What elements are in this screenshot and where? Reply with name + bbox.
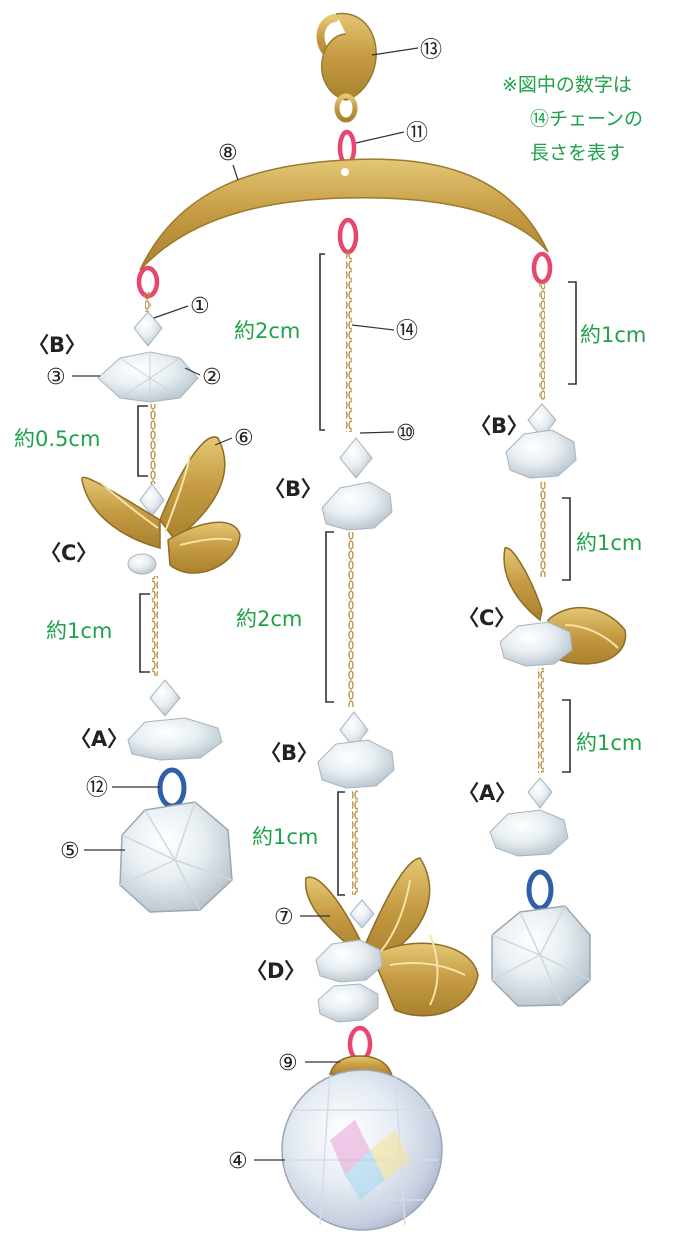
part-1-label: ① [190,294,210,319]
part-10-label: ⑩ [396,421,416,446]
measure-right-mid-label: 約1cm [576,531,642,555]
group-b-center-label-2: 〈B〉 [260,741,318,765]
part-8-label: ⑧ [218,141,238,166]
right-strand [490,254,626,1006]
measure-left-mid-label: 約1cm [46,619,112,643]
group-c-left-label: 〈C〉 [40,541,97,565]
part-9-label: ⑨ [278,1051,298,1076]
part-6-label: ⑥ [234,426,254,451]
group-a-left-label: 〈A〉 [70,727,128,751]
lobster-clasp [320,13,376,120]
group-d-center-label: 〈D〉 [246,959,305,983]
part-7-label: ⑦ [274,905,294,930]
group-b-left-label: 〈B〉 [28,333,86,357]
part-14-label: ⑭ [396,319,418,344]
part-5-label: ⑤ [60,839,80,864]
measure-right-top-label: 約1cm [580,323,646,347]
measure-center-low-label: 約1cm [252,825,318,849]
group-b-center-label-1: 〈B〉 [264,477,322,501]
center-strand [282,220,478,1230]
part-4-label: ④ [228,1149,248,1174]
butterfly-6 [82,437,240,573]
group-a-right-label: 〈A〉 [458,781,516,805]
measure-right-low-label: 約1cm [576,731,642,755]
part-13-label: ⑬ [420,38,442,63]
measure-left-top-label: 約0.5cm [14,427,100,451]
part-2-label: ② [202,365,222,390]
part-12-label: ⑫ [86,776,108,801]
measure-center-top-label: 約2cm [234,319,300,343]
group-c-right-label: 〈C〉 [458,606,515,630]
group-b-right-label: 〈B〉 [470,414,528,438]
measure-center-mid-label: 約2cm [236,607,302,631]
part-11-label: ⑪ [406,121,428,146]
jump-ring-12 [160,770,184,806]
part-3-label: ③ [46,365,66,390]
